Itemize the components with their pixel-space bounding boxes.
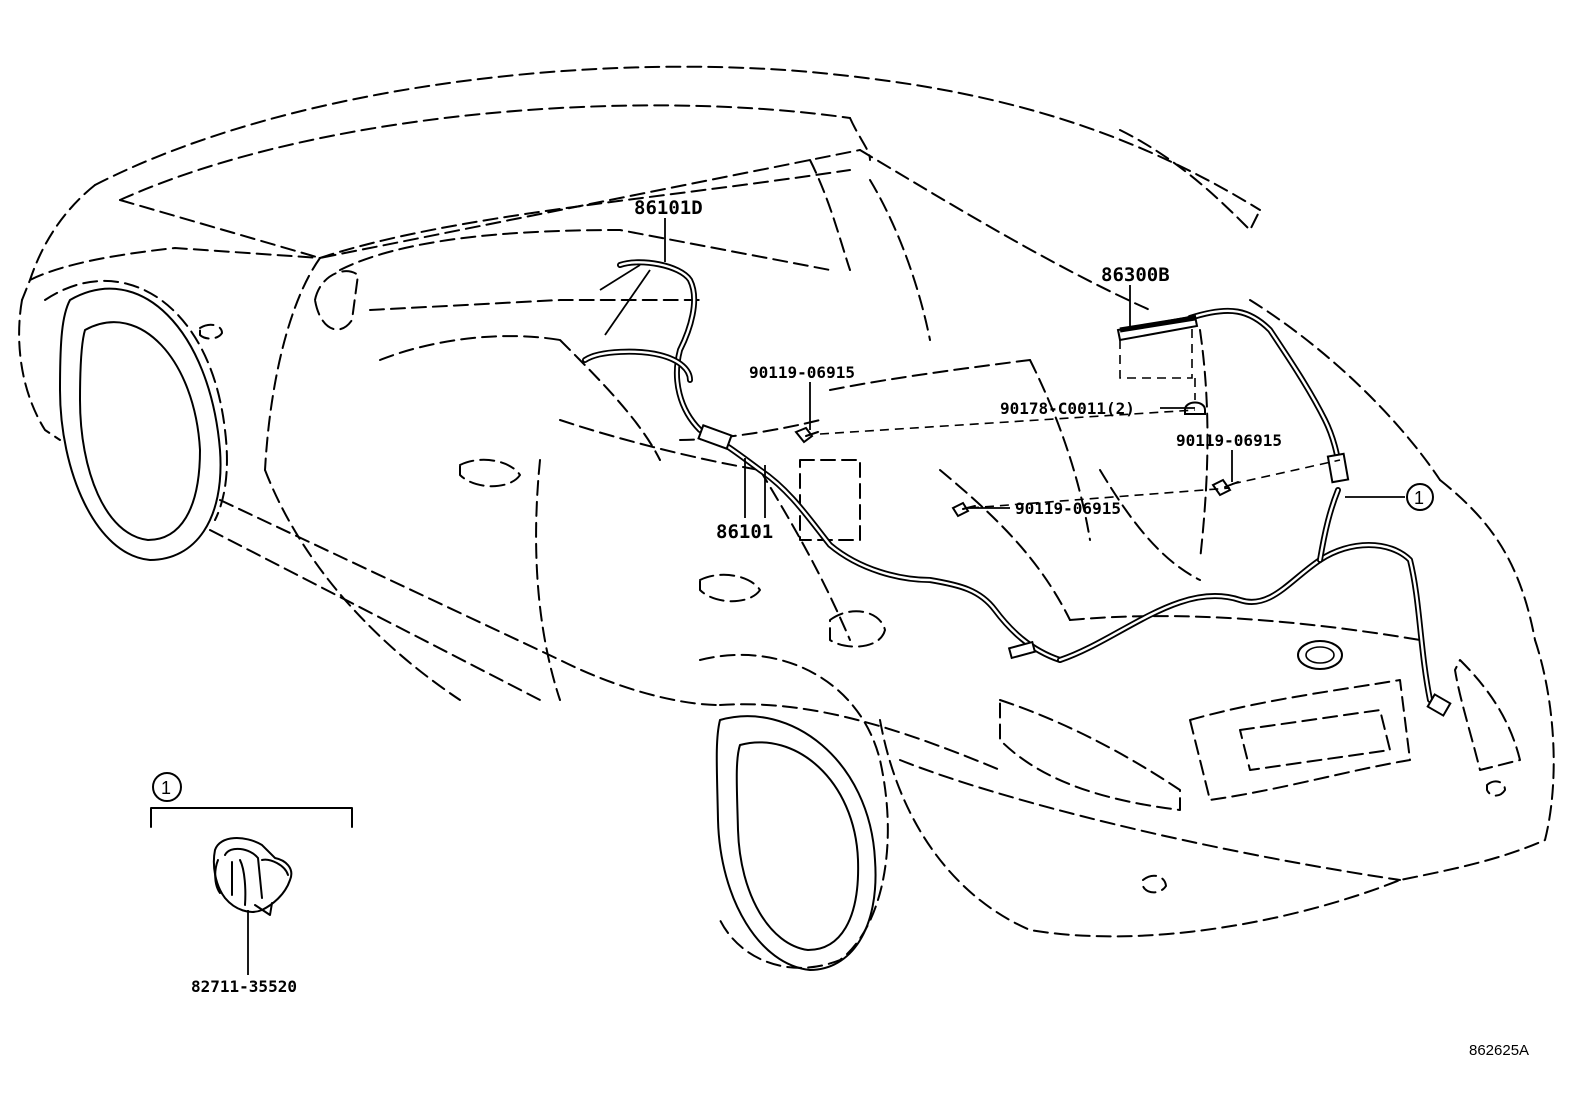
label-bolt-lower: 90119-06915 <box>1015 499 1121 518</box>
detail-view: 1 <box>150 772 353 975</box>
label-86101: 86101 <box>716 521 773 543</box>
label-86101D: 86101D <box>634 197 703 219</box>
antenna-cable-86101 <box>582 259 1433 703</box>
label-clip: 90178-C0011(2) <box>1000 399 1135 418</box>
car-body-outline <box>18 65 1555 969</box>
diagram-reference: 862625A <box>1469 1042 1529 1059</box>
antenna-amplifier-icon <box>1116 314 1199 379</box>
label-detail-part: 82711-35520 <box>191 977 297 996</box>
grommet-icon <box>212 837 293 916</box>
callout-circle <box>1406 483 1434 511</box>
label-bolt-upper: 90119-06915 <box>749 363 855 382</box>
callout-number: 1 <box>1414 488 1424 508</box>
front-wheel <box>59 287 222 561</box>
label-86300B: 86300B <box>1101 264 1170 286</box>
detail-number: 1 <box>161 778 171 798</box>
label-bolt-right: 90119-06915 <box>1176 431 1282 450</box>
wire-harness-icon <box>697 424 1452 717</box>
leader-lines <box>599 218 1405 518</box>
rear-wheel <box>715 715 877 971</box>
antenna-amplifier-cable-86300B <box>1187 307 1343 473</box>
